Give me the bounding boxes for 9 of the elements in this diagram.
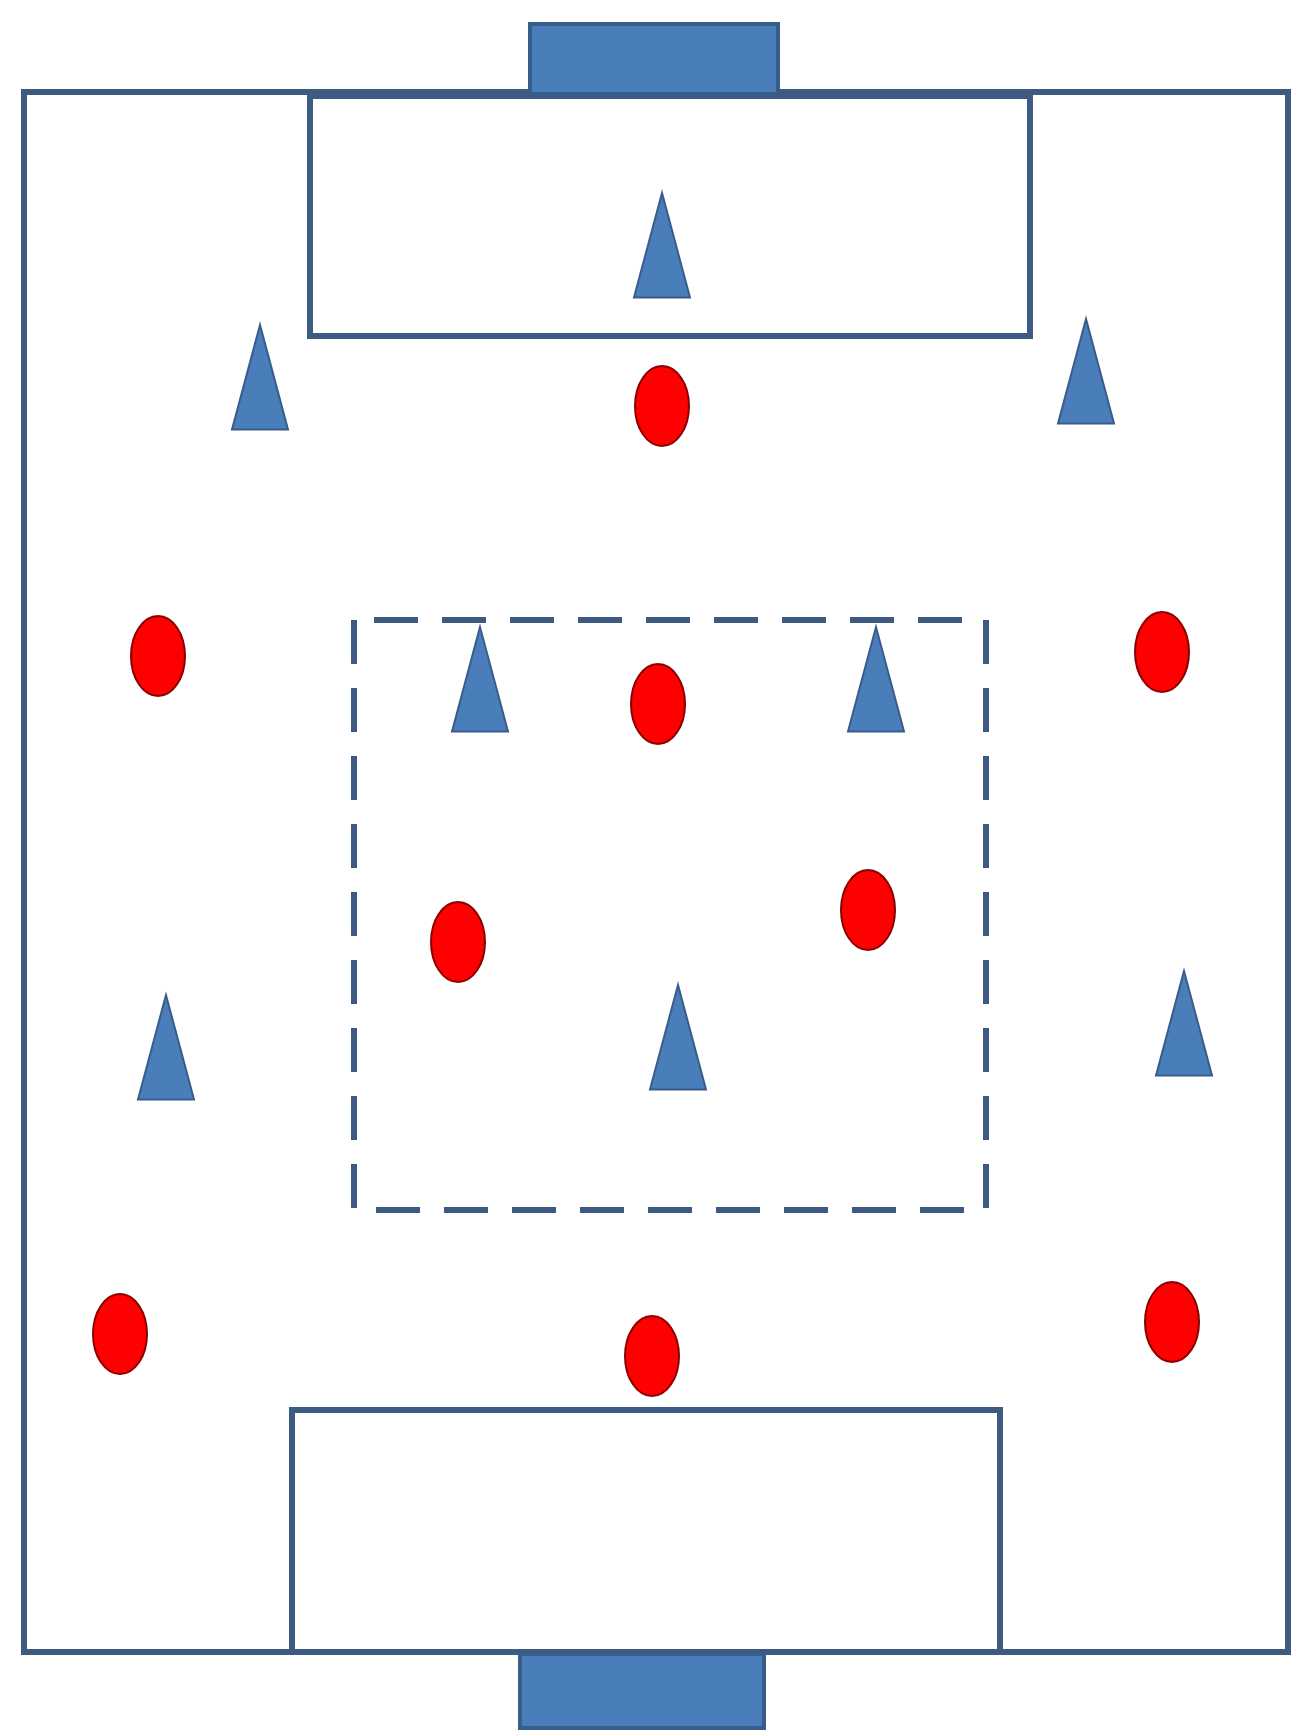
circle-marker bbox=[634, 365, 690, 447]
circle-marker bbox=[630, 663, 686, 745]
circle-marker bbox=[92, 1293, 148, 1375]
circle-marker bbox=[430, 901, 486, 983]
circle-marker bbox=[1134, 611, 1190, 693]
circle-marker bbox=[624, 1315, 680, 1397]
circle-marker bbox=[840, 869, 896, 951]
circle-marker bbox=[130, 615, 186, 697]
circle-marker bbox=[1144, 1281, 1200, 1363]
